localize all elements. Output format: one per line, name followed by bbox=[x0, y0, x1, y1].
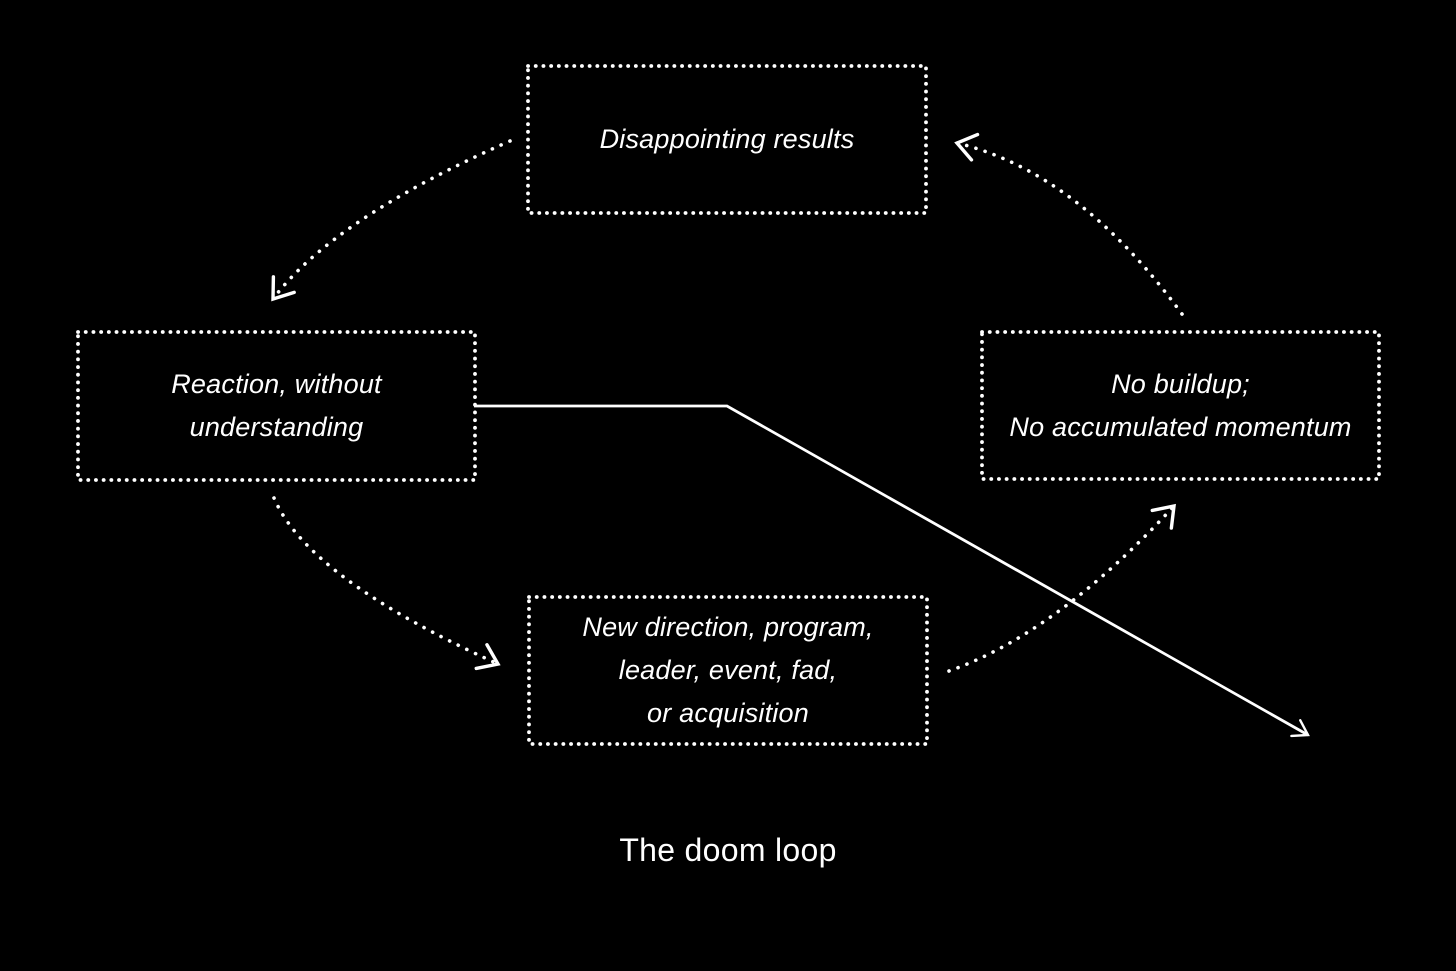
node-label-line: understanding bbox=[189, 412, 364, 442]
node-reaction-without-understanding: Reaction, without understanding bbox=[78, 332, 475, 480]
node-label-line: New direction, program, bbox=[582, 612, 874, 642]
node-label-line: leader, event, fad, bbox=[618, 655, 838, 685]
node-label-line: Reaction, without bbox=[171, 369, 382, 399]
node-no-buildup: No buildup; No accumulated momentum bbox=[982, 332, 1379, 479]
edge-left-to-bottom-dotted-arrow bbox=[272, 496, 501, 671]
edge-top-to-left-dotted-arrow bbox=[271, 139, 512, 302]
node-border-disappointing-results bbox=[526, 64, 928, 215]
diagram-caption: The doom loop bbox=[619, 832, 837, 868]
edge-left-to-exit-solid-arrow bbox=[474, 404, 1310, 738]
node-label-line: or acquisition bbox=[647, 698, 809, 728]
edge-bottom-to-right-dotted-arrow bbox=[947, 503, 1176, 673]
node-border-no-buildup bbox=[980, 330, 1381, 481]
node-label-line: No accumulated momentum bbox=[1009, 411, 1352, 442]
node-label-line: No buildup; bbox=[1111, 368, 1250, 399]
node-border-new-direction bbox=[527, 595, 929, 746]
node-label-line: Disappointing results bbox=[599, 124, 855, 154]
edge-right-to-top-dotted-arrow bbox=[954, 132, 1184, 316]
node-new-direction: New direction, program, leader, event, f… bbox=[529, 597, 927, 744]
node-disappointing-results: Disappointing results bbox=[528, 66, 926, 213]
